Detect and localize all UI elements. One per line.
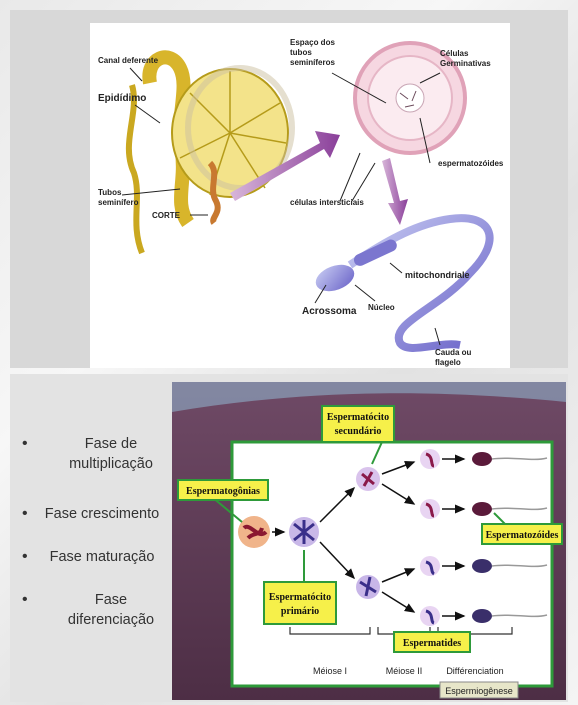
- label-cauda-1: Cauda ou: [435, 348, 472, 357]
- canal-deferente-shape: [129, 85, 142, 253]
- bottom-panel: • Fase de multiplicação • Fase crescimen…: [10, 374, 568, 702]
- phase-item: • Fase de multiplicação: [22, 434, 172, 474]
- phase-item: • Fase diferenciação: [22, 590, 172, 630]
- spermatogenesis-diagram: Espermatócito secundário Espermatogônias…: [172, 382, 566, 700]
- diagram-inner: [232, 442, 552, 686]
- arrow-2: [382, 158, 408, 225]
- label-meiose-1: Méiose I: [313, 666, 347, 676]
- phase-label: Fase de multiplicação: [26, 434, 169, 474]
- label-nucleo: Núcleo: [368, 303, 395, 312]
- label-espaco-1: Espaço dos: [290, 38, 335, 47]
- testis-illustration: Canal deferente Epidídimo Tubos seminífe…: [90, 23, 510, 368]
- sperm-tail: [350, 218, 490, 348]
- label-espermatocito-secundario-1: Espermatócito: [327, 412, 389, 423]
- phase-label: Fase diferenciação: [33, 590, 161, 630]
- label-espermatides: Espermatides: [403, 638, 461, 649]
- testis-svg: Canal deferente Epidídimo Tubos seminífe…: [90, 23, 510, 368]
- label-espermatozoides-b: Espermatozóides: [486, 530, 559, 541]
- label-differenciation: Différenciation: [446, 666, 503, 676]
- label-espaco-3: seminíferos: [290, 58, 335, 67]
- label-canal-deferente: Canal deferente: [98, 56, 159, 65]
- label-espaco-2: tubos: [290, 48, 312, 57]
- label-mitochondriale: mitochondriale: [405, 270, 470, 280]
- phase-item: • Fase maturação: [22, 547, 172, 567]
- label-tubos-2: seminífero: [98, 198, 139, 207]
- label-espermiogenese: Espermiogênese: [445, 686, 513, 696]
- bullet-icon: •: [22, 590, 28, 610]
- top-panel: Canal deferente Epidídimo Tubos seminífe…: [10, 10, 568, 368]
- spermatogenesis-svg: Espermatócito secundário Espermatogônias…: [172, 382, 566, 700]
- label-espermatocito-secundario-2: secundário: [335, 426, 382, 437]
- label-epididimo: Epidídimo: [98, 93, 146, 104]
- label-acrossoma: Acrossoma: [302, 306, 357, 317]
- label-espermatogonias: Espermatogônias: [186, 486, 260, 497]
- phase-label: Fase maturação: [22, 547, 172, 567]
- label-celulas-germ-2: Germinativas: [440, 59, 491, 68]
- label-meiose-2: Méiose II: [386, 666, 423, 676]
- sperm-midpiece: [352, 238, 399, 268]
- label-espermatocito-primario-1: Espermatócito: [269, 592, 331, 603]
- label-celulas-germ-1: Células: [440, 49, 469, 58]
- phase-label: Fase crescimento: [22, 504, 172, 524]
- bullet-icon: •: [22, 434, 28, 454]
- label-espermatozoides: espermatozóides: [438, 159, 504, 168]
- bullet-icon: •: [22, 547, 28, 567]
- label-box-primario: [264, 582, 336, 624]
- label-corte: CORTE: [152, 211, 181, 220]
- label-tubos-1: Tubos: [98, 188, 122, 197]
- label-celulas-intersticiais: células intersticiais: [290, 198, 364, 207]
- phase-item: • Fase crescimento: [22, 504, 172, 524]
- label-espermatocito-primario-2: primário: [281, 606, 319, 617]
- bullet-icon: •: [22, 504, 28, 524]
- label-cauda-2: flagelo: [435, 358, 461, 367]
